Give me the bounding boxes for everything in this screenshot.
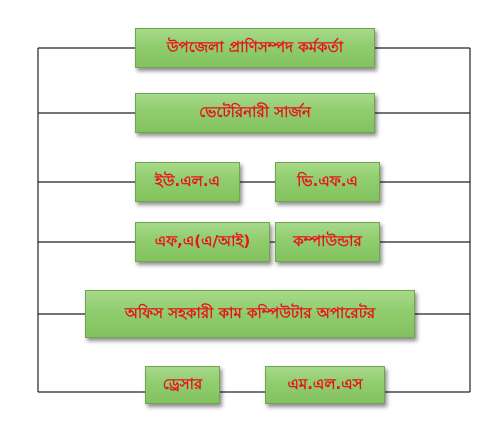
node-fa-ai: এফ,এ(এ/আই) <box>135 222 270 262</box>
node-vfa: ভি.এফ.এ <box>275 162 380 202</box>
node-compounder: কম্পাউন্ডার <box>275 222 380 262</box>
node-office-assistant-computer-operator: অফিস সহকারী কাম কম্পিউটার অপারেটর <box>85 290 415 338</box>
node-ula: ইউ.এল.এ <box>135 162 240 202</box>
node-upazila-livestock-officer: উপজেলা প্রাণিসম্পদ কর্মকর্তা <box>135 28 375 68</box>
node-veterinary-surgeon: ভেটেরিনারী সার্জন <box>135 93 375 133</box>
node-mls: এম.এল.এস <box>265 366 385 404</box>
node-dresser: ড্রেসার <box>145 366 220 404</box>
